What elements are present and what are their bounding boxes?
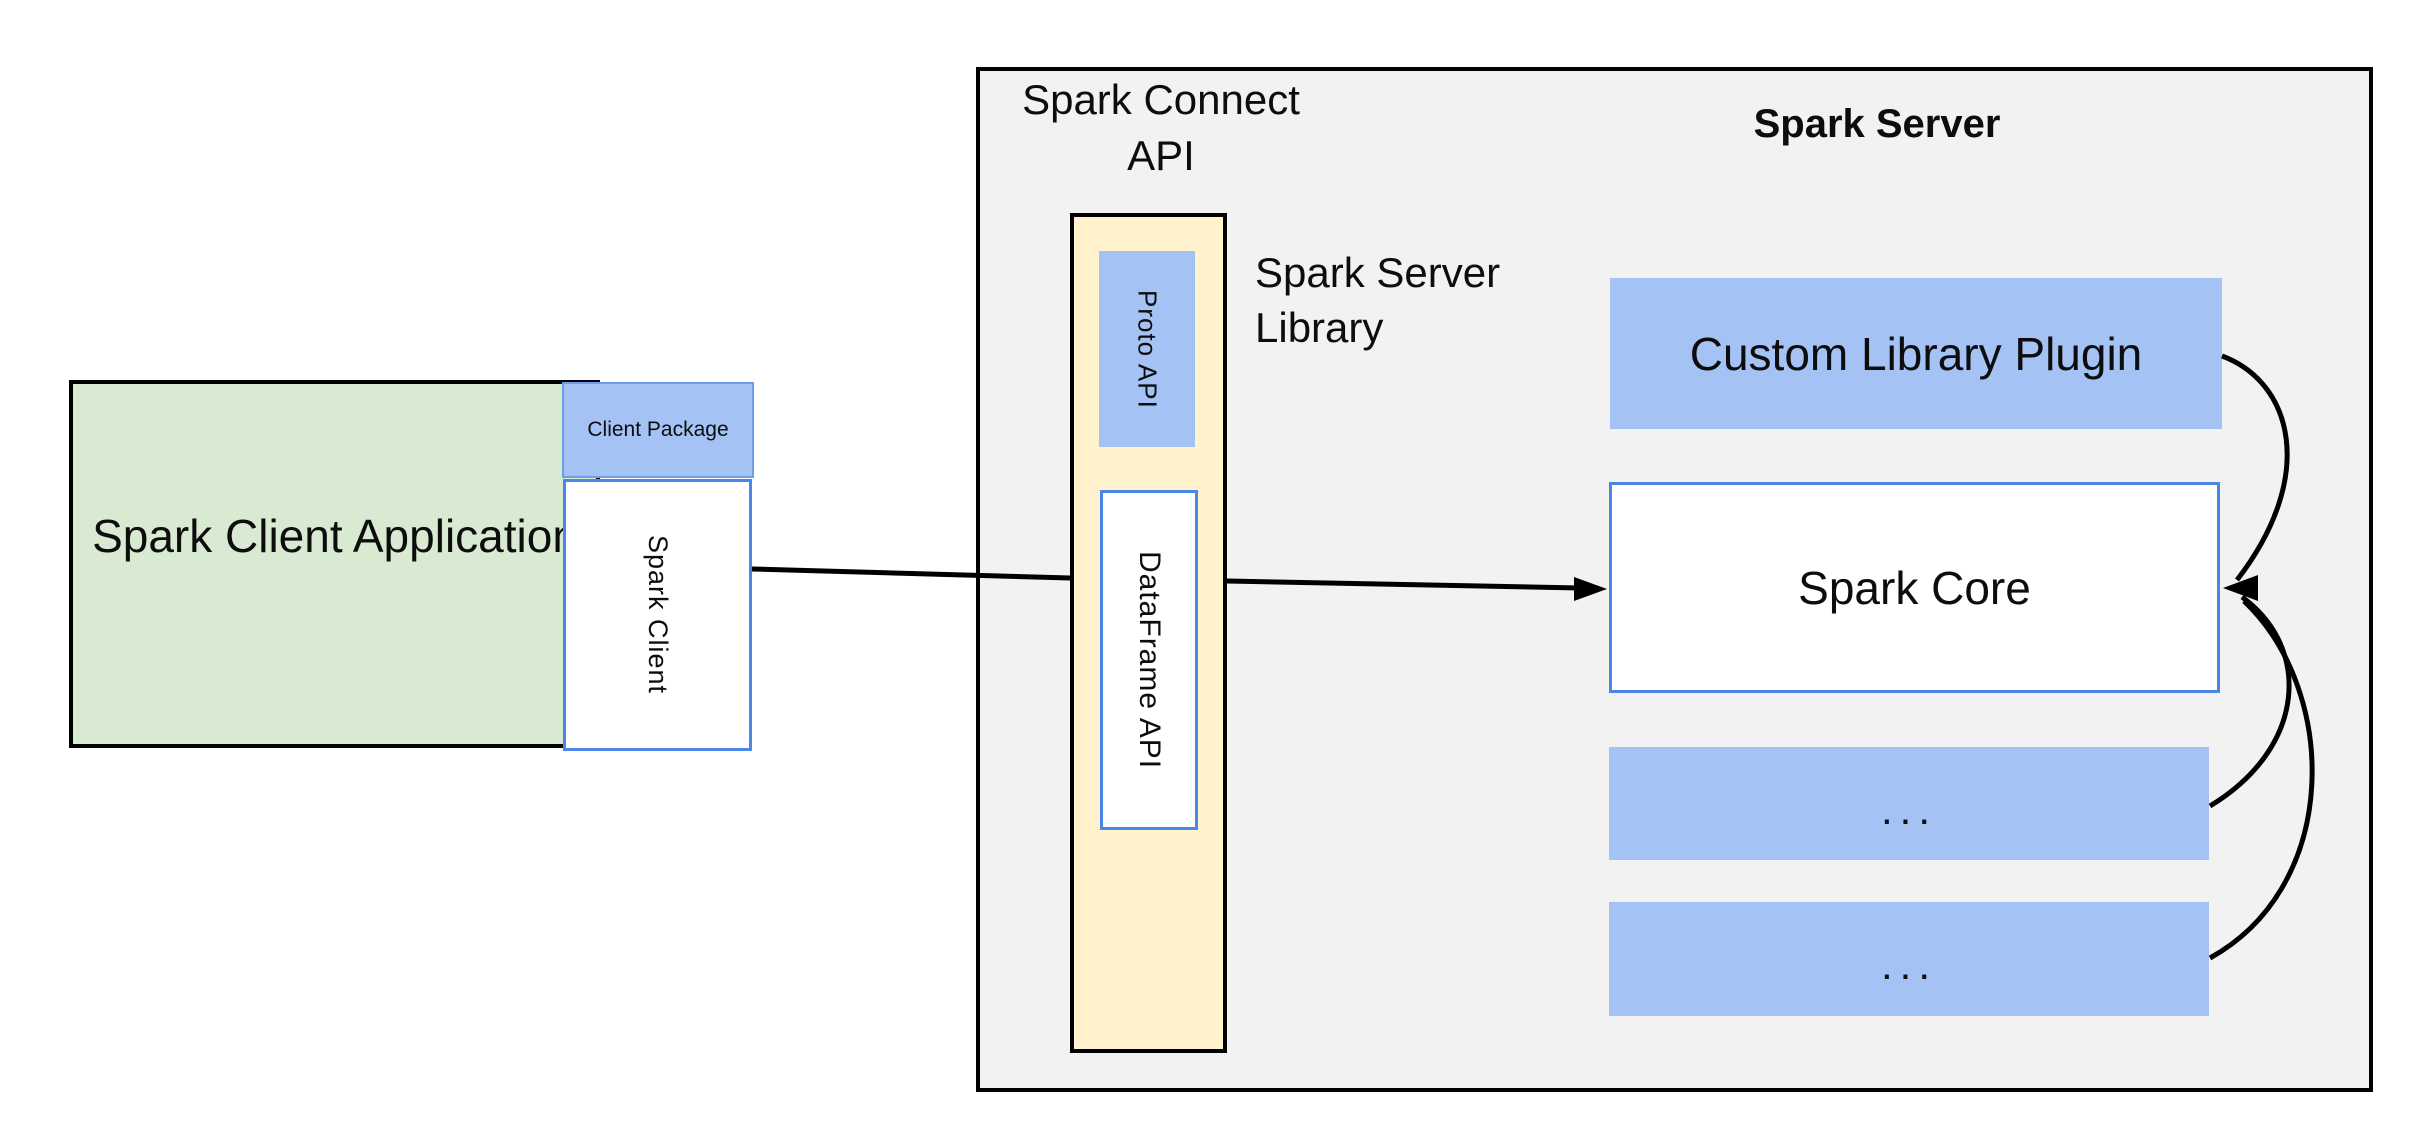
spark-core-label: Spark Core xyxy=(1798,561,2031,614)
custom-library-plugin-label: Custom Library Plugin xyxy=(1689,327,2143,380)
spark-server-library-label: Spark Server Library xyxy=(1255,249,1501,352)
spark-client-box: Spark Client xyxy=(563,479,752,751)
custom-library-plugin-box: Custom Library Plugin xyxy=(1610,278,2222,429)
spark-client-application-label: Spark Client Application xyxy=(92,510,578,562)
spark-client-application-box xyxy=(69,380,600,748)
plugin-placeholder-box-1: ... xyxy=(1609,747,2209,860)
ellipsis-label-2: ... xyxy=(1880,941,1937,988)
proto-api-box: Proto API xyxy=(1099,251,1195,447)
spark-core-box: Spark Core xyxy=(1609,482,2220,693)
spark-client-label: Spark Client xyxy=(643,535,673,695)
spark-server-title: Spark Server xyxy=(1753,102,2001,146)
dataframe-api-box: DataFrame API xyxy=(1100,490,1198,830)
plugin-placeholder-box-2: ... xyxy=(1609,902,2209,1016)
dataframe-api-label: DataFrame API xyxy=(1133,550,1166,770)
spark-connect-api-label: Spark Connect API xyxy=(1022,76,1300,179)
proto-api-label: Proto API xyxy=(1132,289,1163,409)
ellipsis-label-1: ... xyxy=(1880,785,1937,833)
client-package-label: Client Package xyxy=(587,417,729,441)
client-package-box: Client Package xyxy=(562,382,754,478)
